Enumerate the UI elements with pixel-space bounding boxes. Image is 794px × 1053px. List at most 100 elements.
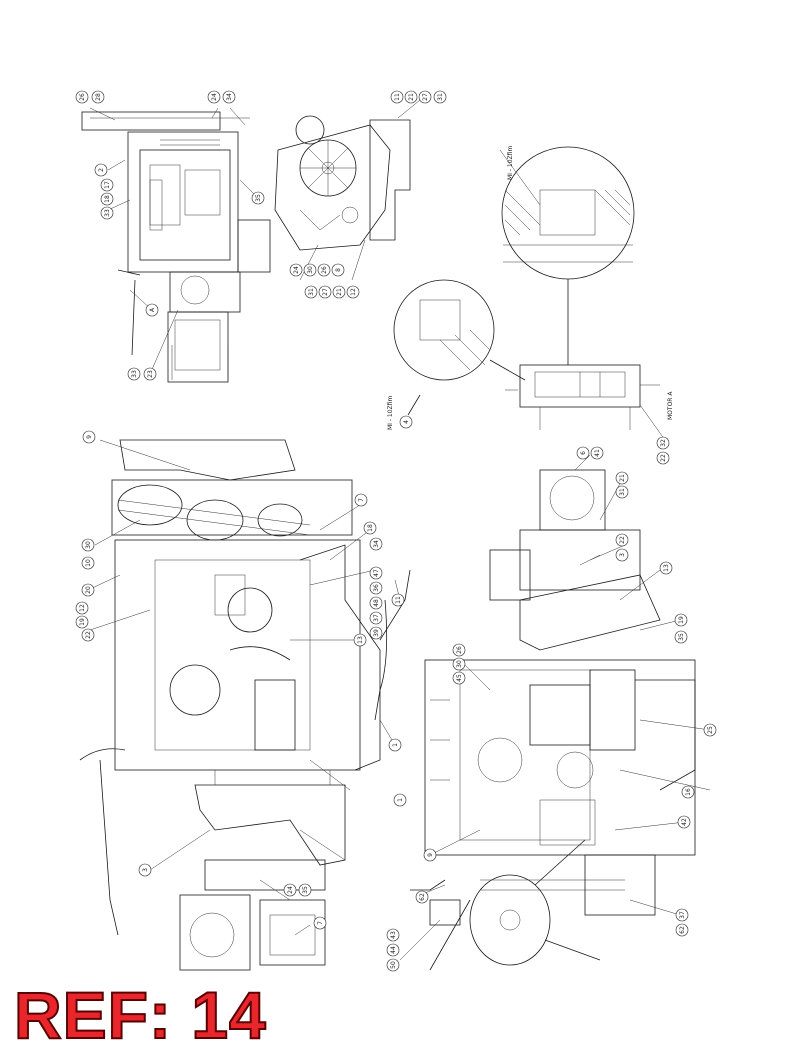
callout-view-top-left-6: 18 (100, 192, 114, 206)
callout-number: 21 (336, 288, 343, 296)
callout-view-bottom-left-0: 9 (82, 430, 96, 444)
callout-view-bottom-right-11: 45 (452, 671, 466, 685)
callout-number: 28 (95, 93, 102, 101)
callout-number: 22 (85, 631, 92, 639)
callout-view-top-left-1: 28 (91, 90, 105, 104)
callout-number: 33 (131, 370, 138, 378)
callout-number: 9 (86, 435, 93, 439)
callout-view-top-mid-2: 27 (418, 90, 432, 104)
callout-number: 1 (397, 798, 404, 802)
callout-number: 18 (367, 524, 374, 532)
callout-view-bottom-left-19: 7 (313, 916, 327, 930)
leader-lines (87, 99, 711, 961)
callout-view-bottom-left-11: 36 (369, 581, 383, 595)
callout-number: 13 (357, 636, 364, 644)
callout-view-bottom-right-6: 13 (659, 561, 673, 575)
callout-number: 45 (456, 674, 463, 682)
callout-view-bottom-right-15: 9 (423, 848, 437, 862)
callout-view-bottom-right-0: 6 (576, 446, 590, 460)
callout-number: 34 (373, 540, 380, 548)
callout-number: 8 (335, 268, 342, 272)
callout-view-top-mid-6: 26 (317, 263, 331, 277)
callout-view-bottom-left-9: 34 (369, 537, 383, 551)
callout-view-bottom-left-1: 30 (81, 538, 95, 552)
callout-number: 24 (293, 266, 300, 274)
callout-view-top-mid-11: 12 (346, 285, 360, 299)
callout-view-bottom-left-15: 13 (353, 633, 367, 647)
callout-number: 37 (679, 911, 686, 919)
callout-number: 2 (98, 168, 105, 172)
callout-number: 62 (419, 893, 426, 901)
callout-number: 24 (287, 886, 294, 894)
callout-view-bottom-left-6: 22 (81, 628, 95, 642)
callout-view-bottom-left-14: 39 (369, 626, 383, 640)
callout-view-top-left-7: 33 (100, 206, 114, 220)
callout-view-bottom-right-9: 26 (452, 643, 466, 657)
callout-number: 17 (104, 181, 111, 189)
view-bottom-right (410, 469, 696, 971)
callout-number: 27 (322, 288, 329, 296)
callout-view-bottom-right-1: 41 (590, 446, 604, 460)
callout-view-bottom-right-5: 3 (615, 548, 629, 562)
callout-view-bottom-left-21: 11 (391, 593, 405, 607)
callout-view-bottom-right-16: 62 (415, 890, 429, 904)
callout-number: 24 (211, 93, 218, 101)
callout-view-bottom-right-12: 25 (703, 723, 717, 737)
callout-view-bottom-right-13: 16 (681, 785, 695, 799)
callout-number: 42 (681, 818, 688, 826)
callout-view-top-left-4: 2 (94, 163, 108, 177)
callout-number: 20 (85, 586, 92, 594)
view-top-left (81, 111, 271, 383)
callout-number: 19 (678, 616, 685, 624)
callout-number: 31 (308, 288, 315, 296)
callout-number: 35 (678, 633, 685, 641)
callout-view-top-left-11: A (145, 303, 159, 317)
callout-number: 25 (707, 726, 714, 734)
callout-number: 50 (390, 961, 397, 969)
callout-number: 41 (594, 449, 601, 457)
callout-number: 36 (373, 584, 380, 592)
callout-view-bottom-right-10: 30 (452, 657, 466, 671)
callout-number: 39 (373, 629, 380, 637)
callout-number: 6 (580, 451, 587, 455)
callout-number: 30 (456, 660, 463, 668)
callout-number: 10 (85, 559, 92, 567)
view-top-mid (274, 115, 411, 251)
section-label-motor: MOTOR A (667, 391, 674, 420)
callout-number: 9 (427, 853, 434, 857)
callout-view-top-left-5: 17 (100, 178, 114, 192)
callout-number: 11 (395, 596, 402, 604)
callout-number: 12 (350, 288, 357, 296)
callout-view-top-mid-1: 21 (404, 90, 418, 104)
callout-view-bottom-right-4: 22 (615, 533, 629, 547)
section-label-top: MI - 10Zfim (507, 146, 514, 180)
callout-view-bottom-right-22: 1 (393, 793, 407, 807)
callout-number: 30 (307, 266, 314, 274)
callout-number: 3 (619, 553, 626, 557)
callout-number: 22 (660, 454, 667, 462)
callout-view-bottom-left-18: 35 (298, 883, 312, 897)
callout-number: 34 (226, 93, 233, 101)
ref-label: REF: 14 (13, 978, 267, 1052)
callout-number: 26 (321, 266, 328, 274)
callout-number: 4 (403, 420, 410, 424)
callout-view-bottom-left-16: 3 (138, 863, 152, 877)
callout-number: 35 (255, 194, 262, 202)
callout-number: 19 (79, 618, 86, 626)
callout-view-top-mid-4: 24 (289, 263, 303, 277)
callout-view-bottom-right-18: 44 (386, 943, 400, 957)
callout-number: 37 (373, 614, 380, 622)
callout-view-top-mid-5: 30 (303, 263, 317, 277)
callout-number: 7 (358, 498, 365, 502)
callout-number: 33 (104, 209, 111, 217)
callout-view-bottom-right-19: 50 (386, 958, 400, 972)
callout-view-top-left-0: 26 (75, 90, 89, 104)
callout-view-bottom-left-8: 18 (363, 521, 377, 535)
callout-number: 13 (663, 564, 670, 572)
callout-view-bottom-right-2: 21 (615, 471, 629, 485)
callout-number: 3 (142, 868, 149, 872)
callout-number: 18 (104, 195, 111, 203)
callout-view-bottom-left-7: 7 (354, 493, 368, 507)
callout-number: 1 (392, 743, 399, 747)
